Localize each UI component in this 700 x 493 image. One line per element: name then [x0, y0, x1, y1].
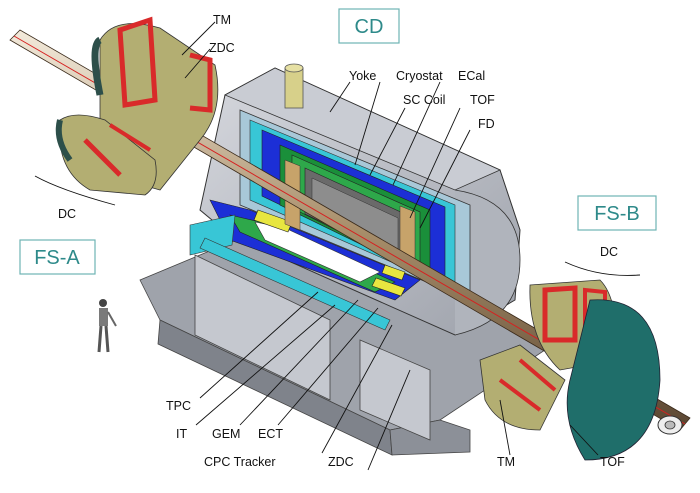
label-dc-left: DC	[58, 207, 76, 221]
component-labels: TM ZDC Yoke Cryostat ECal SC Coil TOF FD…	[58, 13, 625, 469]
person-figure	[97, 299, 117, 353]
label-it: IT	[176, 427, 187, 441]
label-zdc-top: ZDC	[209, 41, 235, 55]
label-zdc-bottom: ZDC	[328, 455, 354, 469]
label-tm-bottom: TM	[497, 455, 515, 469]
region-box-fs-b: FS-B	[577, 195, 657, 231]
label-tm-top: TM	[213, 13, 231, 27]
label-fd: FD	[478, 117, 495, 131]
forward-spectrometer-b	[479, 279, 661, 461]
leader-lines	[34, 21, 641, 471]
tof-wall	[566, 299, 661, 461]
forward-spectrometer-a	[55, 16, 219, 196]
label-cryostat: Cryostat	[396, 69, 443, 83]
region-label-fs-b: FS-B	[594, 203, 640, 225]
label-tpc: TPC	[166, 399, 191, 413]
label-gem: GEM	[212, 427, 240, 441]
label-dc-right: DC	[600, 245, 618, 259]
label-yoke: Yoke	[349, 69, 376, 83]
label-sc-coil: SC Coil	[403, 93, 445, 107]
label-cpc-tracker: CPC Tracker	[204, 455, 276, 469]
region-label-cd: CD	[355, 16, 384, 38]
label-ecal: ECal	[458, 69, 485, 83]
label-tof-bottom: TOF	[600, 455, 625, 469]
top-port	[284, 67, 304, 109]
gem-block	[253, 209, 293, 233]
label-tof-top: TOF	[470, 93, 495, 107]
region-box-cd: CD	[338, 8, 400, 44]
region-box-fs-a: FS-A	[19, 239, 96, 275]
label-ect: ECT	[258, 427, 283, 441]
region-label-fs-a: FS-A	[34, 247, 80, 269]
detector-interior	[189, 109, 471, 331]
